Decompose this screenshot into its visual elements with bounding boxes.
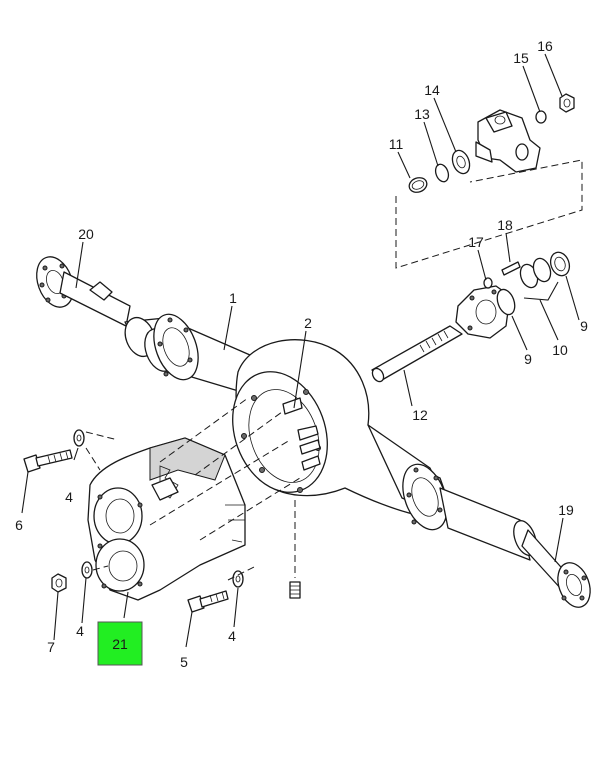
callout-16: 16 <box>537 38 553 54</box>
callout-11: 11 <box>389 136 404 152</box>
axle-housing <box>124 313 456 531</box>
callout-13: 13 <box>414 106 430 122</box>
right-axle-shaft <box>439 487 591 608</box>
callout-7: 7 <box>47 639 55 655</box>
callout-2: 2 <box>304 315 312 331</box>
callout-labels: 1 2 4 4 4 5 6 7 9 9 10 11 12 13 14 15 16… <box>15 38 588 670</box>
leader-lines <box>21 53 580 648</box>
callout-10: 10 <box>552 342 568 358</box>
callout-19: 19 <box>558 502 574 518</box>
callout-4-right: 4 <box>228 628 236 644</box>
pinion-cage-group <box>371 251 571 383</box>
callout-15: 15 <box>513 50 529 66</box>
pinion-yoke-group <box>408 93 575 193</box>
callout-6: 6 <box>15 517 23 533</box>
callout-9-right: 9 <box>580 318 588 334</box>
alignment-lines <box>85 397 301 581</box>
differential-carrier <box>87 437 246 601</box>
callout-12: 12 <box>412 407 428 423</box>
carrier-fasteners <box>23 429 301 613</box>
callout-4-top: 4 <box>65 489 73 505</box>
housing-studs <box>282 397 321 471</box>
callout-14: 14 <box>424 82 440 98</box>
left-axle-shaft <box>36 256 131 327</box>
highlight-box-21 <box>97 621 143 666</box>
callout-17: 17 <box>468 234 484 250</box>
callout-18: 18 <box>497 217 513 233</box>
callout-5: 5 <box>180 654 188 670</box>
group-boundary <box>395 159 583 269</box>
callout-4-left: 4 <box>76 623 84 639</box>
callout-21[interactable]: 21 <box>112 636 128 652</box>
callout-20: 20 <box>78 226 94 242</box>
callout-9-lower: 9 <box>524 351 532 367</box>
callout-1: 1 <box>229 290 237 306</box>
